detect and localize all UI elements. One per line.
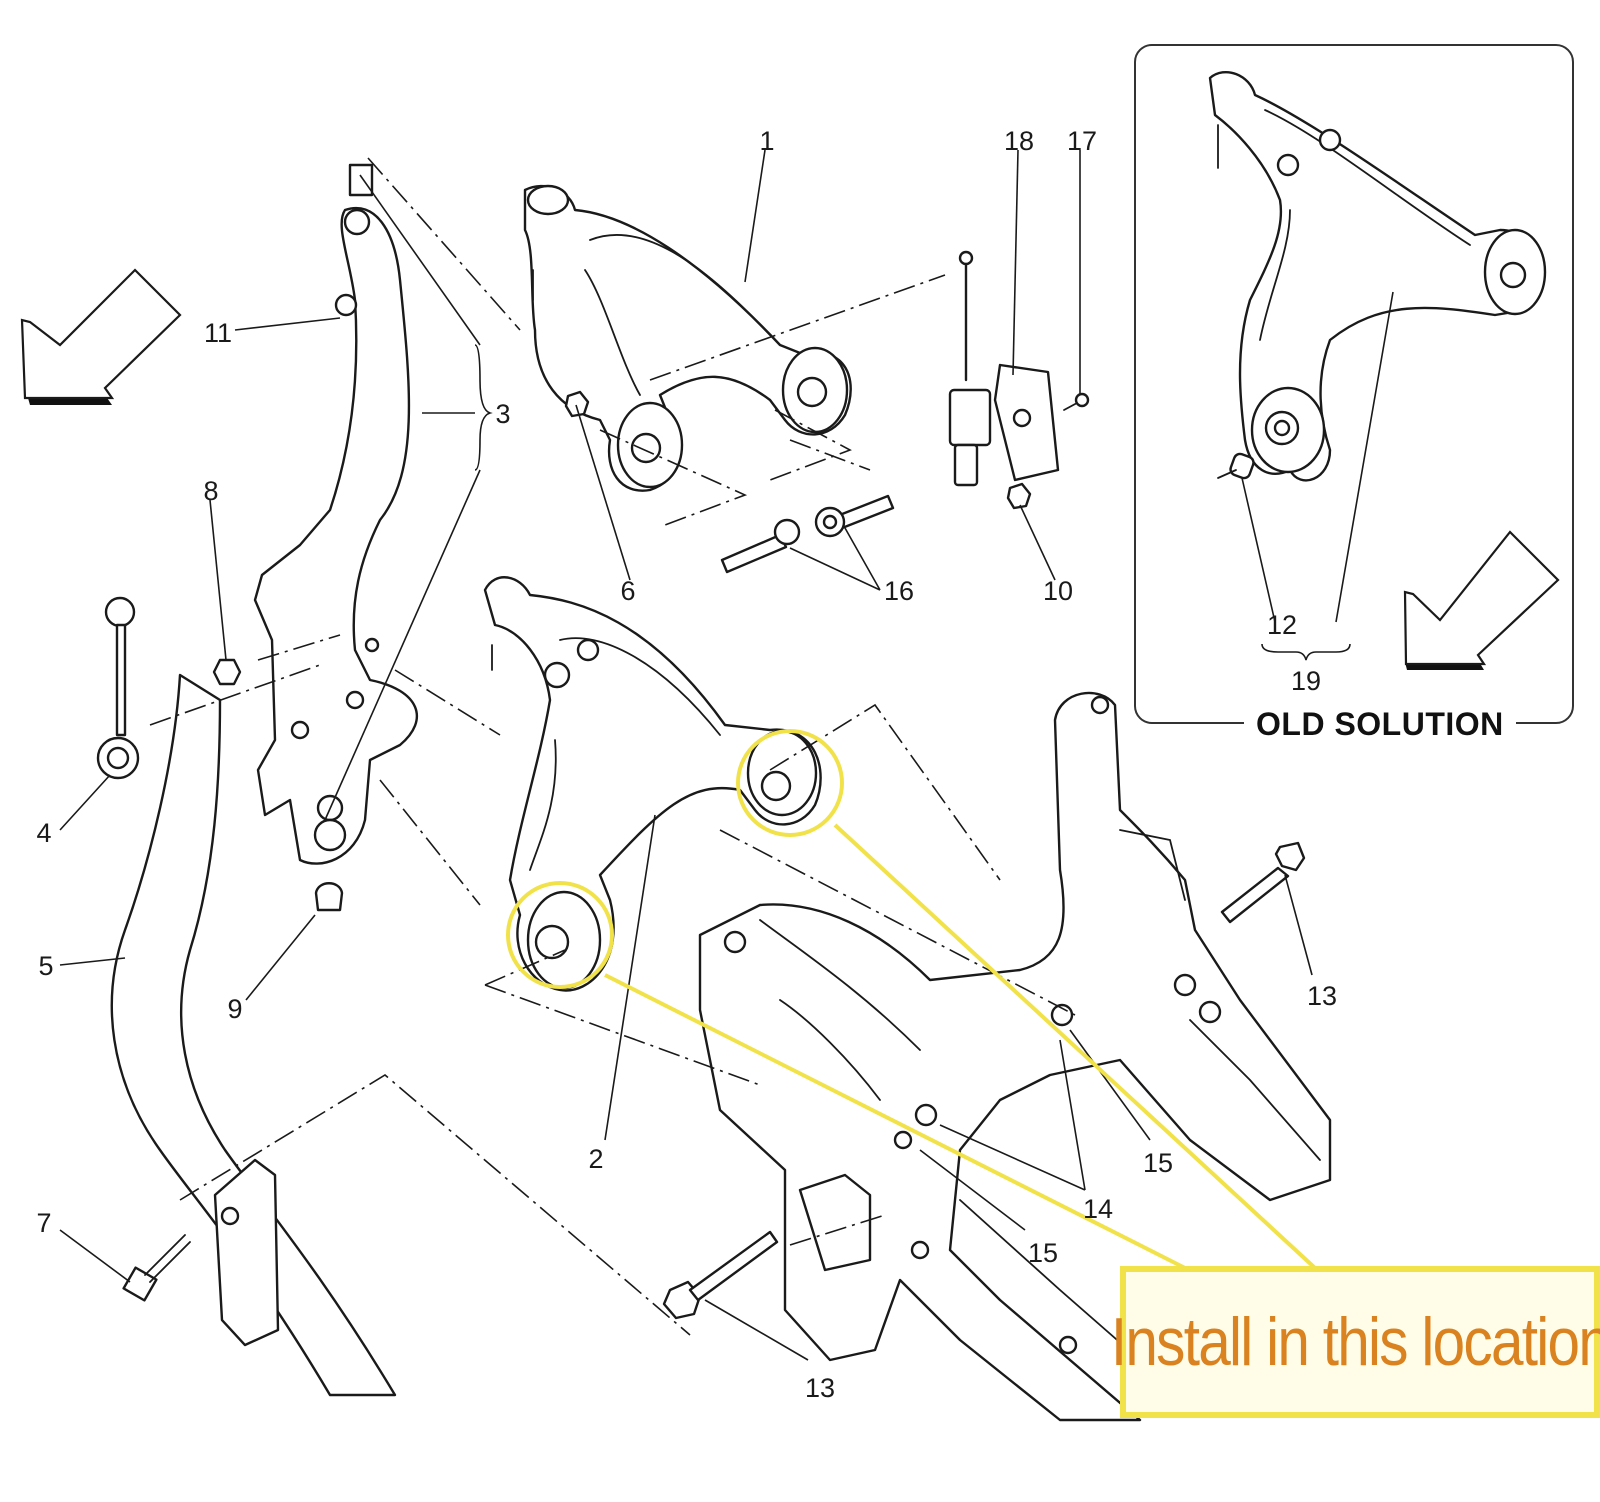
- steering-knuckle: [253, 163, 418, 912]
- callout-17: 17: [1067, 126, 1097, 156]
- callout-14: 14: [1083, 1194, 1113, 1224]
- nut-8: [212, 658, 242, 686]
- old-solution-inset: [1134, 44, 1574, 724]
- callout-13: 13: [805, 1373, 835, 1403]
- height-sensor: [948, 250, 1060, 487]
- screw-17: [1063, 392, 1090, 411]
- callout-10: 10: [1043, 576, 1073, 606]
- stabilizer-link: [96, 596, 140, 780]
- nut-6: [564, 390, 590, 418]
- inset-title: OLD SOLUTION: [1244, 706, 1516, 743]
- callout-12: 12: [1267, 610, 1297, 640]
- callout-8: 8: [203, 476, 218, 506]
- callout-labels: 1 2 3 4 5 6 7 8 9 10 11 12 13 13 14 15 1…: [36, 126, 1337, 1403]
- bolt-7: [122, 1234, 191, 1302]
- highlight-circle: [506, 881, 614, 989]
- leader-lines: [59, 149, 1313, 1361]
- callout-18: 18: [1004, 126, 1034, 156]
- callout-7: 7: [36, 1208, 51, 1238]
- highlight-pointer: [604, 973, 1186, 1270]
- lower-control-arm: [483, 576, 822, 992]
- install-highlight: [506, 729, 1317, 1270]
- callout-2: 2: [588, 1144, 603, 1174]
- subframe: [698, 691, 1332, 1422]
- bolts-16: [720, 494, 895, 574]
- callout-6: 6: [620, 576, 635, 606]
- install-note-box: Install in this location: [1110, 1266, 1600, 1418]
- highlight-circle: [736, 729, 844, 837]
- highlight-pointer: [833, 823, 1317, 1270]
- bolts-13: [662, 841, 1306, 1320]
- callout-19: 19: [1291, 666, 1321, 696]
- inset-old-control-arm: [1208, 70, 1547, 661]
- callout-3: 3: [495, 399, 510, 429]
- callout-16: 16: [884, 576, 914, 606]
- upper-control-arm: [523, 184, 852, 492]
- callout-5: 5: [38, 951, 53, 981]
- nut-10: [1006, 482, 1032, 510]
- direction-arrow-icon: [20, 268, 182, 405]
- callout-1: 1: [759, 126, 774, 156]
- callout-15: 15: [1143, 1148, 1173, 1178]
- bar-bushing-bracket: [213, 1158, 280, 1347]
- callout-11: 11: [204, 318, 232, 348]
- callout-9: 9: [227, 994, 242, 1024]
- install-note-text: Install in this location: [1110, 1304, 1600, 1380]
- callout-13: 13: [1307, 981, 1337, 1011]
- direction-arrow-icon: [1403, 530, 1560, 670]
- callout-15: 15: [1028, 1238, 1058, 1268]
- assembly-lines: [149, 157, 1076, 1336]
- stabilizer-bar: [110, 673, 397, 1397]
- callout-4: 4: [36, 818, 51, 848]
